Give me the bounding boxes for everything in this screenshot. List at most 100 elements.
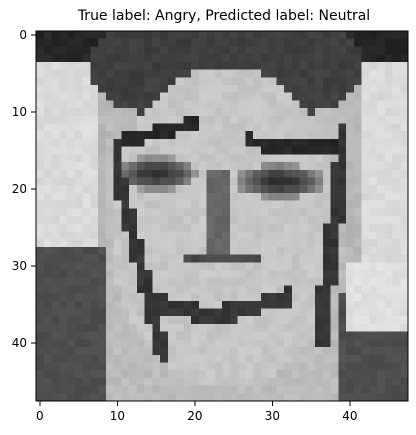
heatmap-cell bbox=[307, 354, 316, 363]
heatmap-cell bbox=[353, 54, 362, 62]
heatmap-cell bbox=[400, 293, 409, 301]
heatmap-cell bbox=[136, 192, 145, 201]
heatmap-cell bbox=[198, 308, 207, 317]
heatmap-cell bbox=[299, 54, 308, 62]
heatmap-cell bbox=[191, 69, 199, 78]
heatmap-cell bbox=[284, 331, 292, 340]
heatmap-cell bbox=[307, 277, 316, 286]
heatmap-cell bbox=[191, 339, 199, 348]
heatmap-cell bbox=[74, 192, 83, 201]
heatmap-cell bbox=[284, 131, 292, 139]
heatmap-cell bbox=[260, 216, 269, 224]
heatmap-cell bbox=[284, 347, 292, 355]
heatmap-cell bbox=[369, 339, 378, 348]
heatmap-cell bbox=[400, 154, 409, 163]
heatmap-cell bbox=[167, 169, 176, 178]
heatmap-cell bbox=[237, 300, 246, 309]
heatmap-cell bbox=[152, 108, 161, 116]
heatmap-cell bbox=[51, 92, 60, 101]
heatmap-cell bbox=[338, 77, 347, 86]
heatmap-cell bbox=[51, 61, 60, 70]
heatmap-cell bbox=[276, 169, 285, 178]
heatmap-cell bbox=[315, 293, 323, 301]
heatmap-cell bbox=[245, 46, 254, 55]
heatmap-cell bbox=[245, 323, 254, 332]
heatmap-cell bbox=[160, 146, 168, 155]
heatmap-cell bbox=[369, 154, 378, 163]
heatmap-cell bbox=[98, 223, 106, 232]
heatmap-cell bbox=[284, 362, 292, 371]
heatmap-cell bbox=[160, 331, 168, 340]
heatmap-cell bbox=[136, 362, 145, 371]
heatmap-cell bbox=[90, 347, 99, 355]
heatmap-cell bbox=[206, 162, 215, 170]
heatmap-cell bbox=[369, 377, 378, 386]
heatmap-cell bbox=[152, 316, 161, 324]
heatmap-cell bbox=[82, 200, 91, 209]
heatmap-cell bbox=[291, 385, 300, 394]
heatmap-cell bbox=[307, 223, 316, 232]
heatmap-cell bbox=[136, 208, 145, 217]
heatmap-cell bbox=[268, 200, 277, 209]
heatmap-cell bbox=[67, 38, 75, 47]
heatmap-cell bbox=[36, 115, 44, 124]
heatmap-cell bbox=[160, 123, 168, 132]
heatmap-cell bbox=[74, 323, 83, 332]
heatmap-cell bbox=[113, 269, 122, 278]
heatmap-cell bbox=[98, 61, 106, 70]
heatmap-cell bbox=[206, 223, 215, 232]
heatmap-cell bbox=[338, 131, 347, 139]
heatmap-cell bbox=[353, 31, 362, 39]
heatmap-cell bbox=[237, 393, 246, 402]
heatmap-cell bbox=[129, 69, 137, 78]
heatmap-cell bbox=[36, 108, 44, 116]
heatmap-cell bbox=[129, 100, 137, 109]
heatmap-cell bbox=[229, 146, 238, 155]
heatmap-cell bbox=[214, 108, 223, 116]
heatmap-cell bbox=[183, 162, 192, 170]
heatmap-cell bbox=[361, 277, 370, 286]
heatmap-cell bbox=[229, 370, 238, 378]
heatmap-cell bbox=[222, 262, 230, 271]
heatmap-cell bbox=[361, 46, 370, 55]
heatmap-cell bbox=[338, 146, 347, 155]
heatmap-cell bbox=[253, 77, 261, 86]
heatmap-cell bbox=[322, 31, 331, 39]
heatmap-cell bbox=[245, 393, 254, 402]
heatmap-cell bbox=[74, 169, 83, 178]
heatmap-cell bbox=[191, 216, 199, 224]
heatmap-cell bbox=[160, 115, 168, 124]
heatmap-cell bbox=[268, 77, 277, 86]
heatmap-cell bbox=[237, 146, 246, 155]
heatmap-cell bbox=[384, 54, 393, 62]
heatmap-cell bbox=[330, 285, 339, 294]
heatmap-cell bbox=[129, 31, 137, 39]
heatmap-cell bbox=[253, 300, 261, 309]
heatmap-cell bbox=[113, 123, 122, 132]
heatmap-cell bbox=[90, 393, 99, 402]
heatmap-cell bbox=[36, 169, 44, 178]
heatmap-cell bbox=[206, 123, 215, 132]
heatmap-cell bbox=[222, 300, 230, 309]
heatmap-cell bbox=[260, 138, 269, 147]
heatmap-cell bbox=[113, 277, 122, 286]
heatmap-cell bbox=[74, 208, 83, 217]
heatmap-cell bbox=[369, 169, 378, 178]
heatmap-cell bbox=[384, 254, 393, 263]
heatmap-cell bbox=[346, 131, 354, 139]
heatmap-cell bbox=[268, 277, 277, 286]
heatmap-cell bbox=[152, 31, 161, 39]
heatmap-cell bbox=[384, 362, 393, 371]
heatmap-cell bbox=[222, 123, 230, 132]
heatmap-cell bbox=[229, 192, 238, 201]
heatmap-cell bbox=[346, 54, 354, 62]
heatmap-cell bbox=[51, 385, 60, 394]
heatmap-cell bbox=[121, 269, 130, 278]
heatmap-cell bbox=[167, 323, 176, 332]
heatmap-cell bbox=[346, 169, 354, 178]
heatmap-cell bbox=[82, 61, 91, 70]
heatmap-cell bbox=[198, 77, 207, 86]
heatmap-cell bbox=[206, 138, 215, 147]
heatmap-cell bbox=[222, 38, 230, 47]
heatmap-cell bbox=[43, 208, 52, 217]
